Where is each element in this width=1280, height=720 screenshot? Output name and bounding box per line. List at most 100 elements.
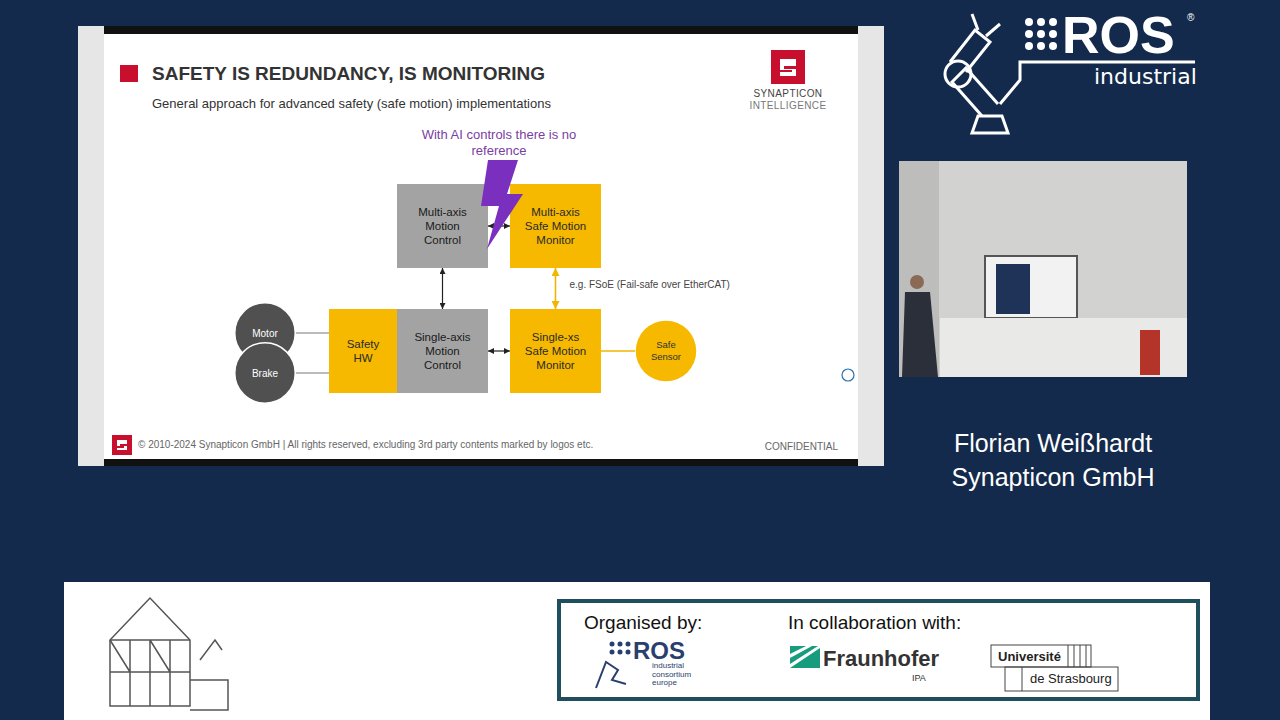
sensor-link [601,350,635,352]
footer-brand-glyph [117,440,127,450]
node-label: Safe Sensor [646,339,686,363]
trademark-mark: ® [1187,12,1201,24]
node-label: Single-axis Motion Control [407,330,479,372]
node-label: Single-xs Safe Motion Monitor [520,330,592,372]
logo-wordmark: Fraunhofer [823,646,939,672]
slide-bottom-bar [104,459,858,466]
fraunhofer-stripe [790,646,806,654]
logo-subtitle: de Strasbourg [1030,671,1112,687]
node-label: Brake [240,367,290,380]
logo-dot [1025,42,1033,50]
logo-dot [626,650,631,655]
logo-wordmark: Université [998,649,1061,665]
fraunhofer-stripe [790,646,818,664]
speaker-video [899,161,1187,377]
video-desk [940,318,1187,377]
speaker-head [910,275,924,289]
logo-dot [1025,30,1033,38]
house-drawing [110,598,228,710]
logo-dot [610,642,615,647]
brand-tagline: INTELLIGENCE [744,100,832,112]
logo-dot [1037,18,1045,26]
logo-dots [1025,18,1057,50]
connector-label: e.g. FSoE (Fail-safe over EtherCAT) [570,279,730,291]
slide-icon [842,369,854,381]
logo-subtitle: industrial consortium europe [652,662,702,688]
logo-dot [1037,42,1045,50]
footer-ros-arm [596,662,626,688]
brand-name: SYNAPTICON [744,88,832,100]
house-timbers [110,640,190,706]
logo-dot [610,650,615,655]
safety-link [555,268,557,309]
footer-brand-logo [112,435,132,455]
control-box: Single-axis Motion Control [397,309,488,393]
logo-dot [1049,30,1057,38]
organiser-box: Organised by:ROSindustrial consortium eu… [557,599,1200,701]
node-label: Motor [240,327,290,340]
speaker-company: Synapticon GmbH [923,462,1183,492]
video-object [1140,330,1160,375]
arrow-connector [488,225,510,226]
robot-gripper [972,14,1000,36]
video-poster [996,264,1030,314]
logo-dot [1049,18,1057,26]
slide-frame [78,26,884,466]
house-robot [200,640,222,660]
logo-wordmark: ROS [633,636,685,665]
slide-top-bar [104,26,858,34]
arrow-connector [488,350,510,351]
logo-wordmark: ROS [1062,9,1192,61]
robot-base [972,116,1008,133]
logo-dot [1025,18,1033,26]
arrow-connector [442,268,443,309]
footer-ros-dots [610,642,631,655]
control-box: Multi-axis Motion Control [397,184,488,268]
logo-dot [626,642,631,647]
title-bullet [120,65,138,82]
speaker-name: Florian Weißhardt [923,428,1183,458]
robot-upper-link [950,30,990,72]
robot-lower-link [952,68,998,116]
node-label: Multi-axis Motion Control [407,205,479,247]
speaker-body [902,292,938,377]
circle-shape [235,343,296,404]
confidential-mark: CONFIDENTIAL [740,441,838,453]
brand-logo [771,50,805,84]
slide-subtitle: General approach for advanced safety (sa… [152,96,672,112]
copyright-note: © 2010-2024 Synapticon GmbH | All rights… [138,439,758,451]
circle-shape [636,321,697,382]
logo-subtitle: IPA [912,673,926,684]
wire-connector [296,333,329,334]
node-label: Multi-axis Safe Motion Monitor [520,205,592,247]
logo-dot [1049,42,1057,50]
brand-logo-glyph [780,59,796,76]
house-annex [190,680,228,710]
footer-band [64,582,1210,720]
wire-connector [296,373,329,374]
collaborator-heading: In collaboration with: [788,611,961,634]
fraunhofer-mark [790,646,820,668]
video-screen [985,256,1077,318]
lightning-bolt [481,160,523,249]
strasbourg-box [991,645,1091,667]
video-wall-shadow [899,161,939,377]
node-label: Safety HW [341,337,385,365]
slide-title: SAFETY IS REDUNDANCY, IS MONITORING [152,62,752,85]
monitor-box: Single-xs Safe Motion Monitor [510,309,601,393]
organiser-heading: Organised by: [584,611,702,634]
sensor-circle: Safe Sensor [635,320,697,382]
logo-dot [618,650,623,655]
hardware-box: Safety HW [329,309,397,393]
strasbourg-mark [991,645,1118,691]
logo-subtitle: industrial [1094,64,1204,90]
logo-dot [1037,30,1045,38]
brake-circle: Brake [234,342,296,404]
logo-dot [618,642,623,647]
monitor-box: Multi-axis Safe Motion Monitor [510,184,601,268]
callout-note: With AI controls there is no reference [416,127,582,159]
robot-elbow [945,61,971,87]
